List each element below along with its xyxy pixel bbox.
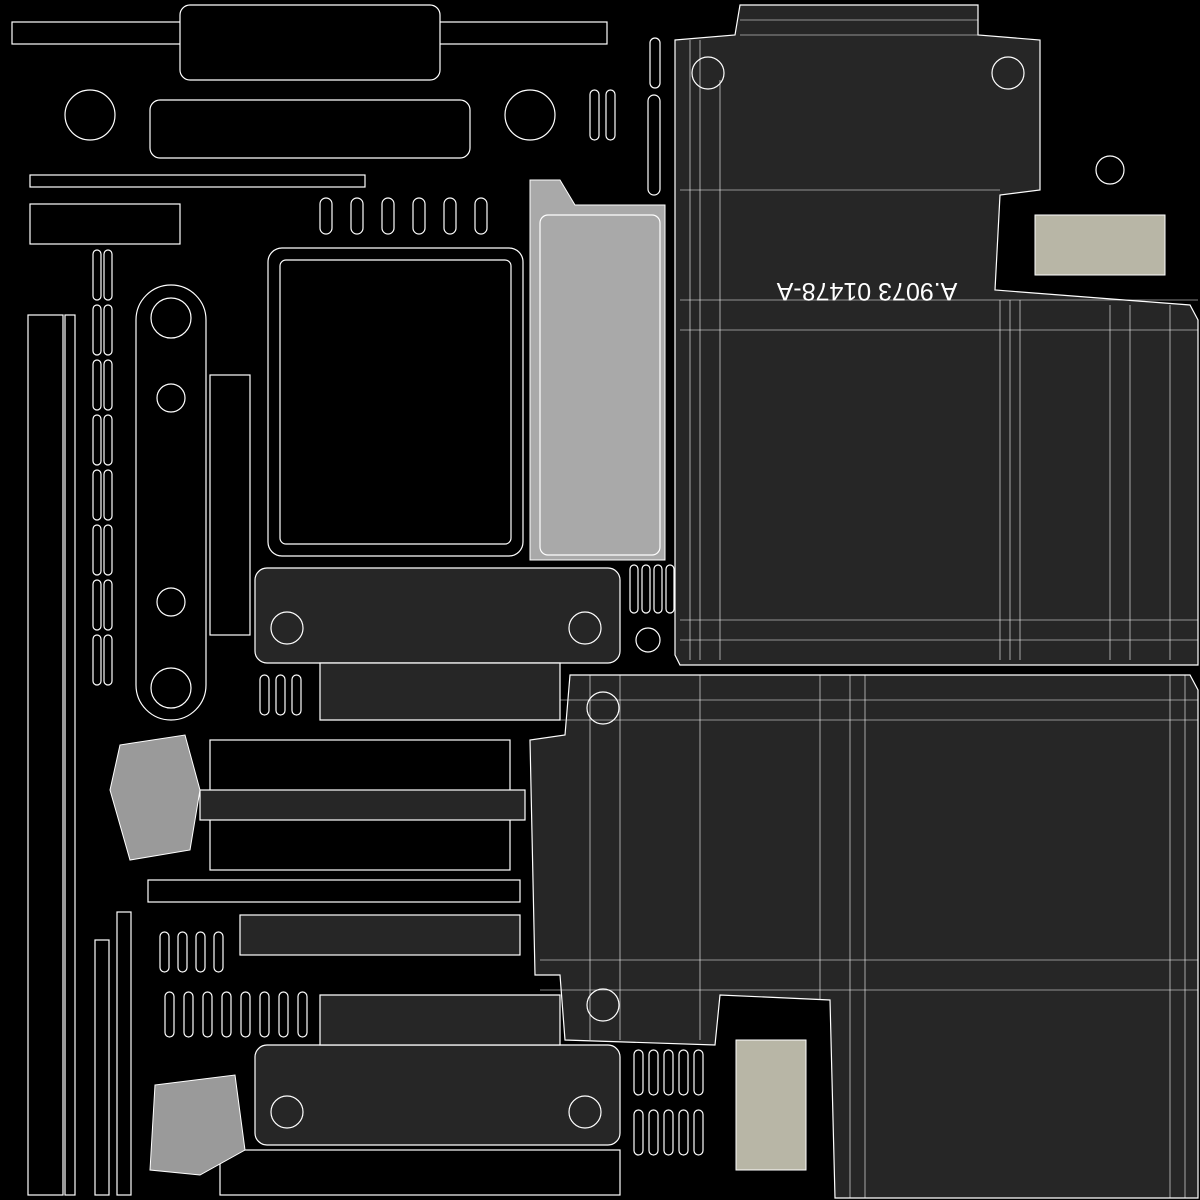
uv-pill — [633, 1049, 644, 1096]
uv-gems — [109, 155, 1125, 1176]
uv-pill — [92, 359, 102, 411]
uv-pill — [103, 524, 113, 576]
uv-pill — [259, 991, 270, 1038]
uv-pill — [275, 674, 286, 716]
uv-strips-left — [27, 314, 251, 1196]
uv-pill — [653, 564, 663, 614]
uv-pill — [195, 931, 206, 973]
uv-pill — [663, 1109, 674, 1156]
uv-pill — [103, 634, 113, 686]
uv-pill — [693, 1109, 704, 1156]
uv-pill — [665, 564, 675, 614]
uv-pill — [641, 564, 651, 614]
uv-pill — [319, 197, 333, 235]
uv-pill — [693, 1049, 704, 1096]
uv-pill — [177, 931, 188, 973]
uv-pill — [649, 37, 661, 89]
uv-pill — [92, 524, 102, 576]
uv-pill — [240, 991, 251, 1038]
uv-island-middle — [147, 567, 621, 1196]
uv-pill — [103, 249, 113, 301]
uv-pill — [663, 1049, 674, 1096]
uv-pill — [103, 359, 113, 411]
uv-pill — [103, 469, 113, 521]
uv-pill — [92, 469, 102, 521]
uv-pill — [291, 674, 302, 716]
uv-pill — [103, 414, 113, 466]
uv-pill — [297, 991, 308, 1038]
uv-pill — [164, 991, 175, 1038]
uv-pill — [605, 89, 616, 141]
uv-pill — [412, 197, 426, 235]
uv-pill — [159, 931, 170, 973]
part-number-label: A.9073 01478-A — [776, 277, 958, 305]
uv-island-top-right — [674, 4, 1199, 666]
uv-pill — [678, 1109, 689, 1156]
uv-pill — [103, 304, 113, 356]
uv-pill — [213, 931, 224, 973]
uv-island-metal-plate — [529, 179, 666, 561]
uv-pill — [202, 991, 213, 1038]
uv-pill — [103, 579, 113, 631]
uv-pill — [92, 634, 102, 686]
uv-pill — [678, 1049, 689, 1096]
uv-pill — [629, 564, 639, 614]
uv-pill — [648, 1109, 659, 1156]
uv-pill — [647, 94, 661, 196]
uv-island-khaki-bottom — [735, 1039, 807, 1171]
uv-pill — [183, 991, 194, 1038]
uv-pill — [92, 304, 102, 356]
uv-pill — [350, 197, 364, 235]
uv-island-top-left — [11, 4, 608, 245]
uv-pill — [92, 414, 102, 466]
uv-island-link — [135, 284, 207, 721]
uv-pill — [381, 197, 395, 235]
uv-pills — [92, 37, 704, 1156]
uv-pill — [443, 197, 457, 235]
uv-pill — [648, 1049, 659, 1096]
uv-pill — [92, 579, 102, 631]
uv-pill — [474, 197, 488, 235]
uv-island-khaki-top — [1034, 214, 1166, 276]
uv-pill — [278, 991, 289, 1038]
uv-pill — [92, 249, 102, 301]
uv-island-bottom-right — [529, 674, 1199, 1199]
uv-pill — [221, 991, 232, 1038]
uv-pill — [259, 674, 270, 716]
uv-pill — [633, 1109, 644, 1156]
uv-pill — [589, 89, 600, 141]
